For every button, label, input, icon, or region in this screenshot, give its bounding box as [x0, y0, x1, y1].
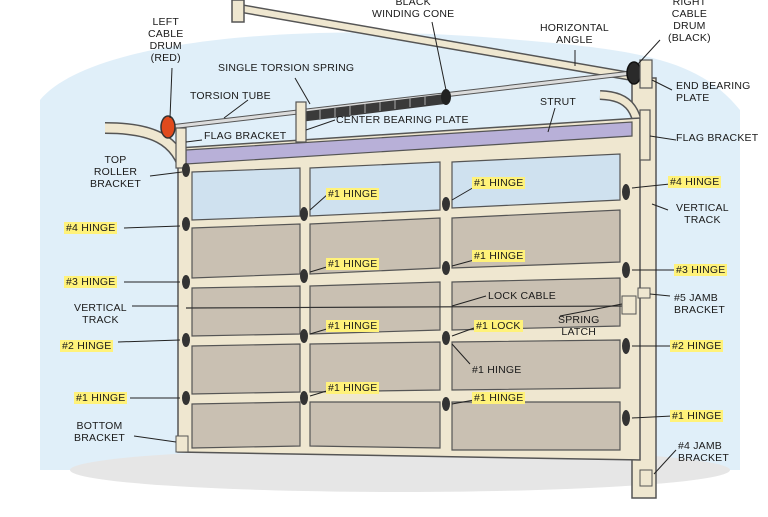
label-horizontal-angle: HORIZONTAL ANGLE: [540, 22, 609, 46]
hinges: [182, 163, 630, 426]
label-bottom-bracket: BOTTOM BRACKET: [74, 420, 125, 444]
horizontal-angle-bar-fill: [237, 5, 641, 81]
label-hinge-1-left: #1 HINGE: [74, 392, 128, 404]
label-hinge-4-right: #4 HINGE: [668, 176, 722, 188]
label-hinge-1-c1-top: #1 HINGE: [326, 188, 380, 200]
leader-lines: [117, 21, 677, 475]
jamb-bracket-5-part: [637, 287, 651, 299]
right-cable-drum: [626, 61, 642, 85]
flag-bracket-right: [639, 109, 651, 161]
label-vertical-track-right: VERTICAL TRACK: [676, 202, 729, 226]
label-hinge-4-left: #4 HINGE: [64, 222, 118, 234]
label-hinge-3-left: #3 HINGE: [64, 276, 118, 288]
label-hinge-1-right: #1 HINGE: [670, 410, 724, 422]
label-hinge-3-right: #3 HINGE: [674, 264, 728, 276]
label-hinge-1-c2-top: #1 HINGE: [472, 177, 526, 189]
label-hinge-1-c2-4: #1 HINGE: [472, 392, 526, 404]
label-spring-latch: SPRING LATCH: [558, 314, 600, 338]
label-top-roller-bracket: TOP ROLLER BRACKET: [90, 154, 141, 190]
left-cable-drum: [160, 115, 176, 139]
label-hinge-2-left: #2 HINGE: [60, 340, 114, 352]
end-bearing-plate: [639, 59, 653, 89]
label-black-winding-cone: BLACK WINDING CONE: [372, 0, 455, 20]
door-panels: [191, 153, 621, 451]
label-lock-cable: LOCK CABLE: [488, 290, 556, 302]
label-flag-bracket-left: FLAG BRACKET: [204, 130, 287, 142]
label-single-torsion-spring: SINGLE TORSION SPRING: [218, 62, 355, 74]
lock-cable-line: [185, 305, 631, 309]
label-vertical-track-left: VERTICAL TRACK: [74, 302, 127, 326]
angle-bracket: [231, 0, 245, 23]
label-hinge-1-c1-3: #1 HINGE: [326, 320, 380, 332]
label-left-cable-drum: LEFT CABLE DRUM (RED): [148, 16, 184, 64]
label-torsion-tube: TORSION TUBE: [190, 90, 271, 102]
label-strut: STRUT: [540, 96, 576, 108]
center-bearing-plate: [295, 101, 307, 143]
winding-cone: [441, 89, 451, 105]
label-right-cable-drum: RIGHT CABLE DRUM (BLACK): [668, 0, 711, 44]
label-lock-1: #1 LOCK: [474, 320, 523, 332]
label-hinge-1-c2-2: #1 HINGE: [472, 250, 526, 262]
label-hinge-1-c1-4: #1 HINGE: [326, 382, 380, 394]
label-hinge-2-right: #2 HINGE: [670, 340, 724, 352]
label-hinge-1-c2-below: #1 HINGE: [472, 364, 522, 376]
flag-bracket-left: [175, 127, 187, 169]
label-jamb-bracket-4: #4 JAMB BRACKET: [678, 440, 729, 464]
label-hinge-1-c1-2: #1 HINGE: [326, 258, 380, 270]
label-flag-bracket-right: FLAG BRACKET: [676, 132, 759, 144]
bottom-bracket-part: [175, 435, 189, 453]
label-end-bearing-plate: END BEARING PLATE: [676, 80, 751, 104]
label-jamb-bracket-5: #5 JAMB BRACKET: [674, 292, 725, 316]
spring-latch-part: [621, 295, 637, 315]
jamb-bracket-4-part: [639, 469, 653, 487]
label-center-bearing-plate: CENTER BEARING PLATE: [336, 114, 469, 126]
